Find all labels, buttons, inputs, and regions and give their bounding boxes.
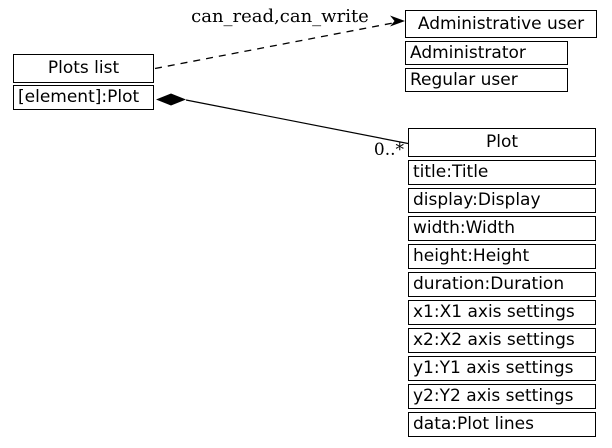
plot-attribute-row: y2:Y2 axis settings bbox=[408, 384, 596, 409]
admin-user-row: Administrator bbox=[405, 41, 568, 65]
admin-user-node-title: Administrative user bbox=[405, 10, 597, 38]
dependency-edge-line bbox=[154, 22, 394, 70]
composition-multiplicity-label: 0..* bbox=[373, 140, 404, 160]
dependency-edge-label: can_read,can_write bbox=[191, 6, 369, 27]
dependency-arrowhead-icon bbox=[390, 15, 405, 27]
plot-attribute-row: x1:X1 axis settings bbox=[408, 300, 596, 325]
plot-attribute-row: height:Height bbox=[408, 244, 596, 269]
composition-edge-line bbox=[185, 99, 409, 145]
plot-attribute-row: y1:Y1 axis settings bbox=[408, 356, 596, 381]
plots-list-node-title: Plots list bbox=[13, 54, 154, 83]
plot-attribute-row: width:Width bbox=[408, 216, 596, 241]
plot-node-title: Plot bbox=[408, 128, 596, 157]
plot-attribute-row: x2:X2 axis settings bbox=[408, 328, 596, 353]
admin-user-row: Regular user bbox=[405, 68, 568, 92]
plot-attribute-row: display:Display bbox=[408, 188, 596, 213]
plots-list-attribute-row: [element]:Plot bbox=[13, 85, 154, 110]
plot-attribute-row: data:Plot lines bbox=[408, 412, 596, 437]
composition-diamond-icon bbox=[156, 93, 186, 106]
plot-attribute-row: title:Title bbox=[408, 160, 596, 185]
plot-attribute-row: duration:Duration bbox=[408, 272, 596, 297]
